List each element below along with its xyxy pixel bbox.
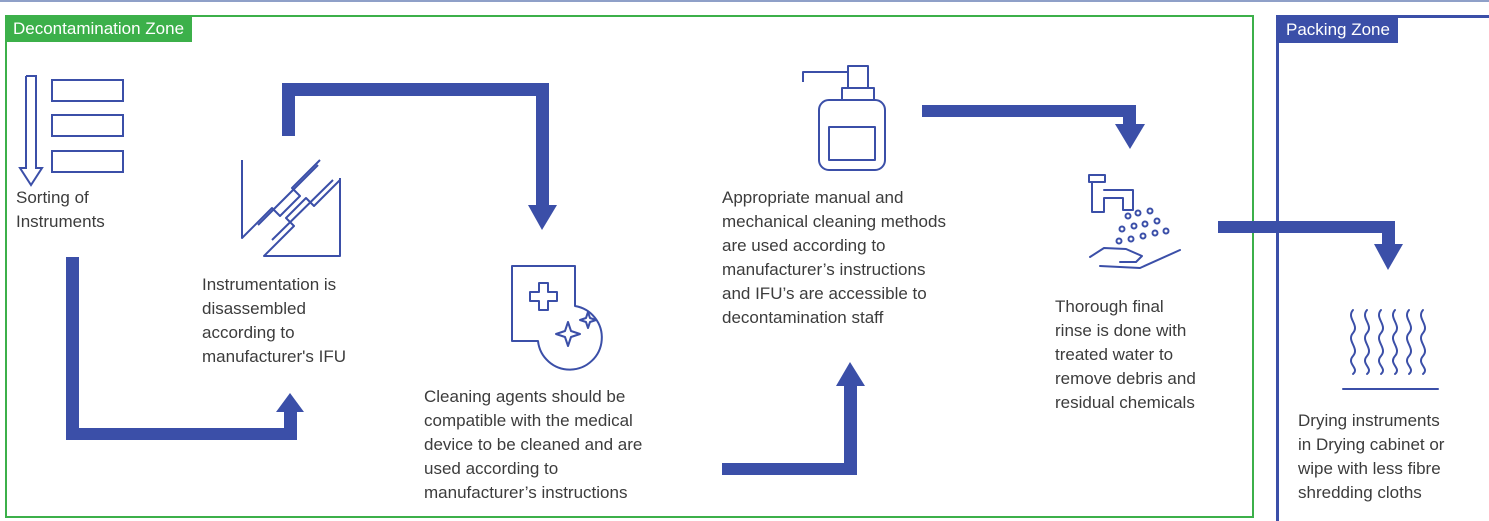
arrow-sorting-to-disassembly bbox=[66, 257, 304, 440]
decontamination-zone-label: Decontamination Zone bbox=[5, 16, 193, 42]
step-disassembly-text: Instrumentation is disassembled accordin… bbox=[202, 275, 347, 366]
arrow-cleaning-agents-to-methods bbox=[722, 362, 865, 475]
packing-zone-frame bbox=[1276, 15, 1489, 521]
arrow-rinse-to-drying bbox=[1218, 221, 1403, 270]
sorting-list-icon bbox=[18, 75, 124, 187]
step-cleaning-methods-text: Appropriate manual and mechanical cleani… bbox=[722, 188, 946, 327]
cleaning-agent-sparkle-icon bbox=[511, 265, 603, 371]
step-sorting-text: Sorting of Instruments bbox=[16, 188, 105, 231]
step-cleaning-agents-text: Cleaning agents should be compatible wit… bbox=[424, 387, 643, 502]
decontamination-zone-frame bbox=[5, 15, 1254, 518]
heat-waves-icon bbox=[1342, 309, 1439, 390]
step-drying-text: Drying instruments in Drying cabinet or … bbox=[1298, 411, 1445, 502]
tap-rinse-hand-icon bbox=[1088, 174, 1181, 269]
top-rule bbox=[0, 0, 1489, 2]
step-final-rinse-text: Thorough final rinse is done with treate… bbox=[1055, 297, 1196, 412]
arrow-disassembly-to-cleaning-agents bbox=[282, 83, 557, 230]
arrow-methods-to-rinse bbox=[922, 105, 1145, 149]
packing-zone-label: Packing Zone bbox=[1278, 17, 1398, 43]
flow-arrows bbox=[66, 83, 1403, 475]
soap-dispenser-icon bbox=[802, 65, 886, 171]
disassembled-instrument-icon bbox=[241, 159, 341, 257]
